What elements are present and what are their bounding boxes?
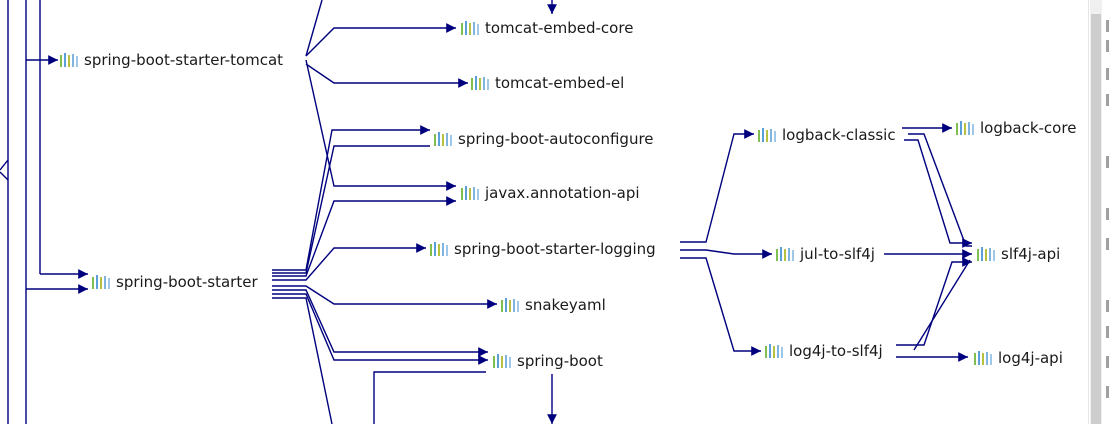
edge-starter-to-snakeyaml — [272, 285, 497, 309]
edge-logback-to-slf4j-b — [908, 133, 972, 247]
panel-divider-dash — [1106, 208, 1109, 220]
edge-left-diag-1 — [0, 159, 9, 171]
edge-logback-to-slf4j-a — [904, 139, 972, 248]
maven-library-icon — [471, 76, 489, 90]
node-label: log4j-to-slf4j — [789, 342, 883, 360]
edge-tomcat-top — [305, 0, 323, 57]
edge-starter-to-spring-boot-b — [272, 293, 488, 365]
edge-starter-to-spring-boot-a — [272, 289, 488, 357]
maven-library-icon — [501, 298, 519, 312]
edge-starter-to-autoconfigure-b — [272, 145, 430, 274]
node-spring-boot-starter[interactable]: spring-boot-starter — [91, 271, 258, 293]
edge-left-diag-2 — [0, 171, 9, 181]
edge-tomcat-to-javax — [305, 59, 456, 191]
edge-starter-to-autoconfigure-a — [272, 125, 430, 271]
edge-tomcat-to-el — [305, 63, 468, 88]
node-label: logback-core — [980, 119, 1077, 137]
maven-library-icon — [776, 247, 794, 261]
edge-logging-to-log4j — [680, 257, 761, 356]
panel-divider-dash — [1106, 156, 1109, 168]
panel-divider-dash — [1106, 356, 1109, 368]
node-label: logback-classic — [782, 126, 896, 144]
maven-library-icon — [493, 354, 511, 368]
panel-divider-dash — [1106, 68, 1109, 80]
node-label: spring-boot-autoconfigure — [458, 130, 654, 148]
node-log4j-api[interactable]: log4j-api — [973, 347, 1063, 369]
node-label: jul-to-slf4j — [800, 245, 875, 263]
maven-library-icon — [974, 351, 992, 365]
edge-logging-to-jul — [680, 249, 772, 259]
panel-divider-dash — [1106, 20, 1109, 32]
edge-log4j-to-slf4j — [896, 257, 972, 346]
node-label: tomcat-embed-el — [495, 74, 625, 92]
node-jul-to-slf4j[interactable]: jul-to-slf4j — [775, 243, 875, 265]
maven-library-icon — [956, 121, 974, 135]
node-log4j-to-slf4j[interactable]: log4j-to-slf4j — [764, 340, 883, 362]
maven-library-icon — [430, 242, 448, 256]
node-label: spring-boot — [517, 352, 603, 370]
node-spring-boot[interactable]: spring-boot — [492, 350, 603, 372]
node-label: slf4j-api — [1001, 245, 1061, 263]
maven-library-icon — [977, 247, 995, 261]
node-snakeyaml[interactable]: snakeyaml — [500, 294, 606, 316]
maven-library-icon — [758, 128, 776, 142]
edge-starter-to-logging — [272, 243, 426, 281]
node-label: snakeyaml — [525, 296, 606, 314]
edge-log4j-to-slf4j-b — [913, 259, 971, 351]
edge-spring-boot-left — [373, 371, 486, 424]
panel-divider-dash — [1106, 40, 1109, 52]
vertical-scrollbar-thumb[interactable] — [1091, 14, 1101, 424]
node-label: spring-boot-starter-logging — [454, 240, 656, 258]
maven-library-icon — [60, 53, 78, 67]
panel-divider-dash — [1106, 238, 1109, 250]
node-javax-annotation-api[interactable]: javax.annotation-api — [460, 182, 640, 204]
panel-divider-dash — [1106, 386, 1109, 398]
node-label: spring-boot-starter — [116, 273, 258, 291]
node-spring-boot-starter-logging[interactable]: spring-boot-starter-logging — [429, 238, 656, 260]
edge-starter-to-javax — [272, 196, 456, 277]
maven-library-icon — [461, 21, 479, 35]
edge-tomcat-to-core — [305, 23, 456, 57]
node-logback-core[interactable]: logback-core — [955, 117, 1076, 139]
node-label: spring-boot-starter-tomcat — [84, 51, 284, 69]
node-label: tomcat-embed-core — [485, 19, 634, 37]
node-logback-classic[interactable]: logback-classic — [757, 124, 896, 146]
node-tomcat-embed-el[interactable]: tomcat-embed-el — [470, 72, 624, 94]
panel-divider-dash — [1106, 94, 1109, 106]
maven-library-icon — [92, 275, 110, 289]
edge-logging-to-logback — [680, 129, 754, 243]
node-label: log4j-api — [998, 349, 1063, 367]
node-label: javax.annotation-api — [485, 184, 640, 202]
maven-library-icon — [461, 186, 479, 200]
panel-divider-dash — [1106, 326, 1109, 338]
maven-library-icon — [434, 132, 452, 146]
panel-divider-dash — [1106, 300, 1109, 312]
node-slf4j-api[interactable]: slf4j-api — [976, 243, 1060, 265]
edge-starter-down — [272, 297, 333, 424]
node-spring-boot-starter-tomcat[interactable]: spring-boot-starter-tomcat — [59, 49, 283, 71]
node-tomcat-embed-core[interactable]: tomcat-embed-core — [460, 17, 633, 39]
maven-library-icon — [765, 344, 783, 358]
node-spring-boot-autoconfigure[interactable]: spring-boot-autoconfigure — [433, 128, 654, 150]
